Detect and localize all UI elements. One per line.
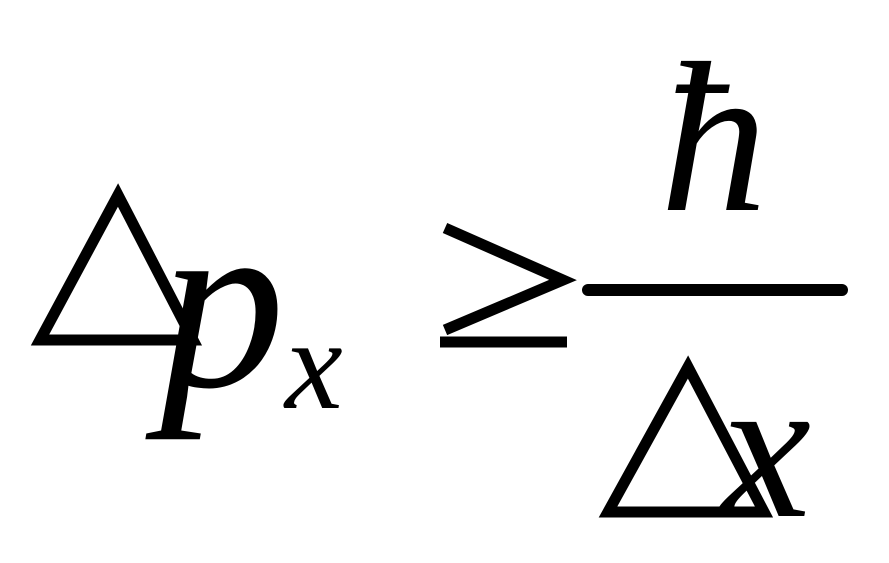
subscript-x: x [285,293,343,437]
position-variable: x [720,334,811,561]
reduced-planck-constant: ħ [660,18,768,257]
momentum-variable: p [160,164,285,441]
